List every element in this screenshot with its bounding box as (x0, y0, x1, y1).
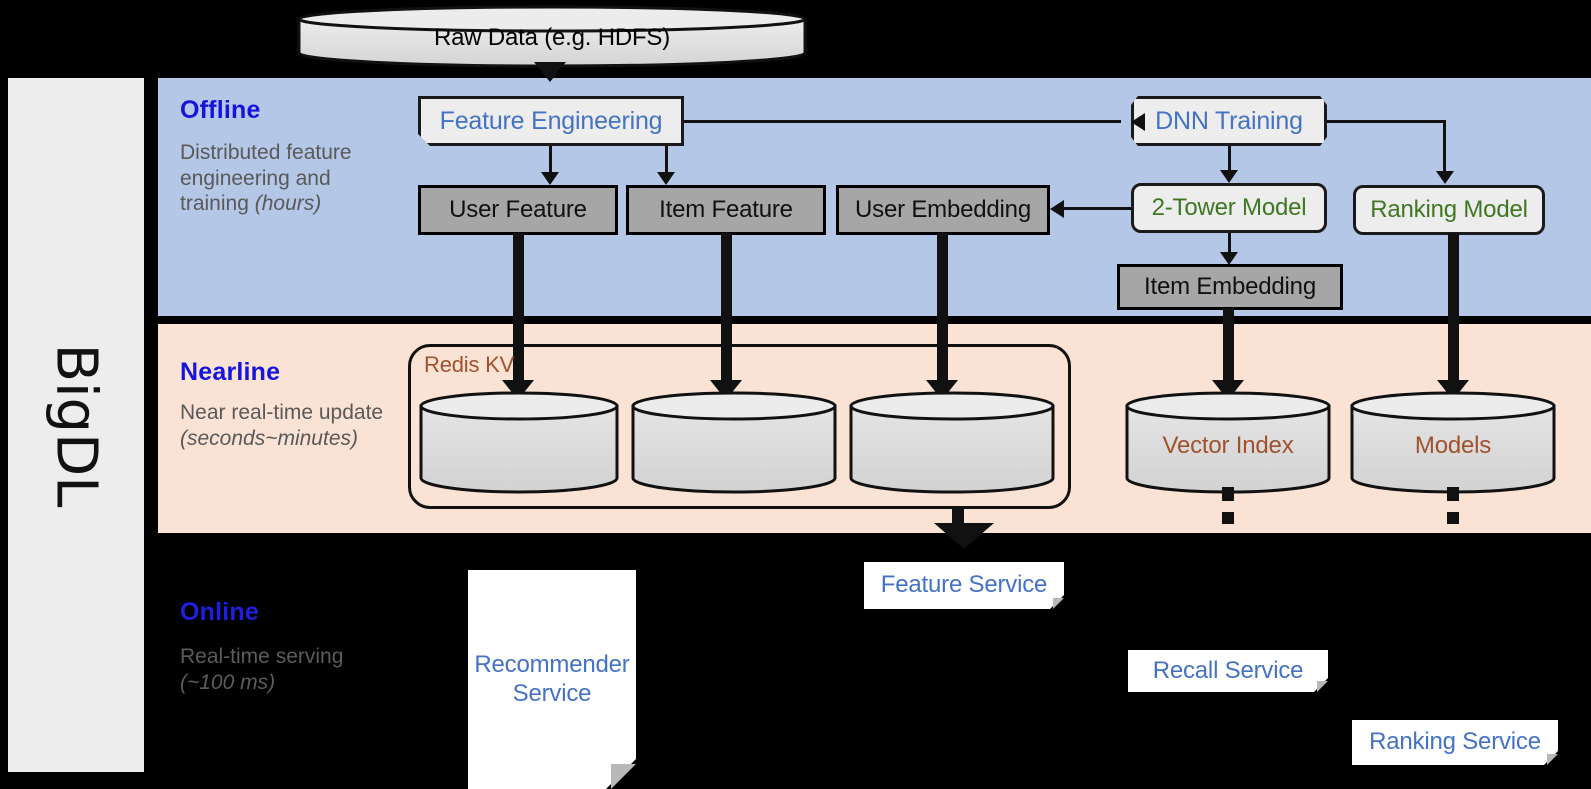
ranking-service-node[interactable]: Ranking Service (1352, 720, 1558, 765)
two-tower-model-label: 2-Tower Model (1151, 194, 1307, 221)
raw-data-cylinder: Raw Data (e.g. HDFS) (296, 4, 808, 68)
arrow-fe-dnn (1117, 113, 1145, 131)
connector-twotower-userembedding (1062, 207, 1132, 210)
item-embedding-label: Item Embedding (1144, 273, 1316, 300)
user-feature-label: User Feature (449, 196, 587, 223)
recall-service-label: Recall Service (1152, 656, 1304, 684)
dnn-training-label: DNN Training (1155, 106, 1303, 135)
two-tower-model-node[interactable]: 2-Tower Model (1131, 183, 1327, 233)
arrow-dnn-ranking (1436, 171, 1454, 184)
dash-models-1 (1447, 487, 1459, 501)
arrow-fe-itemfeature (657, 172, 675, 185)
arrow-twotower-userembedding (1050, 200, 1064, 218)
recall-service-node[interactable]: Recall Service (1128, 650, 1328, 692)
pipe-itemembedding-vectorindex (1223, 308, 1234, 388)
ranking-model-node[interactable]: Ranking Model (1353, 185, 1545, 235)
feature-service-label: Feature Service (880, 571, 1048, 599)
nearline-subtitle: Near real-time update (seconds~minutes) (180, 400, 395, 451)
item-feature-node[interactable]: Item Feature (626, 185, 826, 235)
arrow-redis-featureservice (934, 523, 994, 549)
user-embedding-node[interactable]: User Embedding (836, 185, 1050, 235)
redis-kv-label: Redis KV (424, 352, 515, 377)
recommender-service-node[interactable]: Recommender Service (468, 570, 636, 789)
arrow-rawdata-fe (534, 62, 566, 82)
connector-dnn-twotower (1228, 146, 1231, 174)
online-subtitle-em: (~100 ms) (180, 670, 276, 694)
offline-subtitle: Distributed feature engineering and trai… (180, 140, 395, 217)
online-subtitle: Real-time serving (~100 ms) (180, 644, 395, 695)
offline-subtitle-main: Distributed feature engineering and trai… (180, 141, 352, 216)
connector-dnn-ranking-h (1327, 120, 1446, 123)
arrow-fe-userfeature (541, 172, 559, 185)
bigdl-framework-rail: BigDL (8, 78, 144, 772)
feature-engineering-label: Feature Engineering (439, 106, 663, 135)
dash-redis-feature-service (952, 509, 964, 523)
connector-fe-userfeature (549, 146, 552, 174)
connector-dnn-ranking-v (1443, 120, 1446, 175)
redis-kv-group (408, 344, 1071, 509)
feature-service-node[interactable]: Feature Service (864, 562, 1064, 609)
connector-twotower-itemembedding (1228, 233, 1231, 259)
dnn-training-node[interactable]: DNN Training (1131, 96, 1327, 146)
nearline-subtitle-main: Near real-time update (180, 401, 384, 424)
item-feature-label: Item Feature (659, 196, 793, 223)
ranking-service-label: Ranking Service (1369, 728, 1541, 756)
user-embedding-label: User Embedding (855, 196, 1031, 223)
bigdl-label: BigDL (43, 343, 109, 507)
pipe-rankingmodel-models (1448, 233, 1459, 388)
nearline-subtitle-em: (seconds~minutes) (180, 426, 358, 450)
user-feature-node[interactable]: User Feature (418, 185, 618, 235)
dash-models-2 (1447, 512, 1459, 524)
nearline-title: Nearline (180, 358, 281, 386)
pipe-userembedding-redis (937, 233, 948, 388)
online-title: Online (180, 598, 259, 626)
pipe-itemfeature-redis (721, 233, 732, 388)
pipe-userfeature-redis (513, 233, 524, 388)
feature-engineering-node[interactable]: Feature Engineering (418, 96, 684, 146)
ranking-model-label: Ranking Model (1370, 196, 1528, 223)
dash-vectorindex-2 (1222, 512, 1234, 524)
item-embedding-node[interactable]: Item Embedding (1117, 264, 1343, 310)
page-fold-shade-icon (1547, 754, 1558, 765)
page-fold-shade-icon (611, 764, 636, 789)
offline-title: Offline (180, 96, 261, 124)
offline-subtitle-em: (hours) (254, 192, 322, 216)
recommender-service-label: Recommender Service (474, 650, 630, 707)
redis-store-2-cylinder[interactable] (630, 390, 838, 496)
page-fold-shade-icon (1317, 681, 1328, 692)
online-subtitle-main: Real-time serving (180, 645, 344, 668)
vector-index-cylinder[interactable]: Vector Index (1124, 390, 1332, 496)
models-cylinder[interactable]: Models (1349, 390, 1557, 496)
arrow-twotower-itemembedding (1220, 252, 1238, 265)
connector-fe-dnn (684, 120, 1121, 123)
redis-store-1-cylinder[interactable] (418, 390, 620, 496)
page-fold-shade-icon (1053, 598, 1064, 609)
redis-store-3-cylinder[interactable] (848, 390, 1056, 496)
arrow-dnn-twotower (1220, 170, 1238, 183)
connector-fe-itemfeature (665, 146, 668, 174)
dash-vectorindex-1 (1222, 487, 1234, 501)
